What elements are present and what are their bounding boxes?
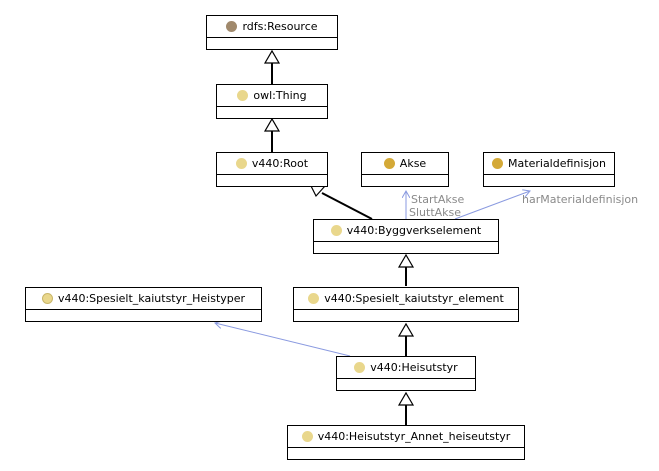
node-materialdefinisjon[interactable]: Materialdefinisjon [483,152,615,187]
node-akse[interactable]: Akse [361,152,449,187]
node-label: v440:Spesielt_kaiutstyr_element [324,292,504,305]
node-label: Materialdefinisjon [508,157,606,170]
node-spesielt-kaiutstyr-heistyper[interactable]: v440:Spesielt_kaiutstyr_Heistyper [25,287,262,322]
subclass-edge [397,253,415,286]
edge-label-harmaterialdefinisjon: harMaterialdefinisjon [522,193,639,206]
subclass-edge [263,117,281,152]
datatype-icon [41,293,53,304]
node-rdfs-resource[interactable]: rdfs:Resource [206,15,338,50]
class-icon [301,431,313,442]
class-icon [237,90,249,101]
property-edge-harmaterialdefinisjon [454,191,530,220]
subclass-edge [397,322,415,356]
subclass-edge [310,185,373,220]
node-root[interactable]: v440:Root [216,152,328,187]
node-label: Akse [399,157,427,170]
resource-icon [226,21,238,32]
node-label: v440:Root [251,157,309,170]
individual-icon [492,158,504,169]
node-label: v440:Heisutstyr_Annet_heiseutstyr [317,430,511,443]
class-icon [330,225,342,236]
subclass-edge [397,391,415,425]
node-byggverkselement[interactable]: v440:Byggverkselement [313,219,499,254]
subclass-edge [263,49,281,84]
class-icon [235,158,247,169]
edge-label-sluttakse: SluttAkse [409,206,462,219]
node-label: v440:Spesielt_kaiutstyr_Heistyper [57,292,246,305]
node-owl-thing[interactable]: owl:Thing [216,84,328,119]
edge-label-startakse: StartAkse [411,193,465,206]
node-label: v440:Heisutstyr [370,361,458,374]
individual-icon [383,158,395,169]
node-label: v440:Byggverkselement [346,224,482,237]
node-label: rdfs:Resource [242,20,318,33]
node-spesielt-kaiutstyr-element[interactable]: v440:Spesielt_kaiutstyr_element [293,287,519,322]
property-edge-heistyper [215,323,351,357]
class-icon [354,362,366,373]
node-label: owl:Thing [253,89,307,102]
node-heisutstyr[interactable]: v440:Heisutstyr [336,356,476,391]
node-heisutstyr-annet-heiseutstyr[interactable]: v440:Heisutstyr_Annet_heiseutstyr [287,425,525,460]
class-icon [308,293,320,304]
